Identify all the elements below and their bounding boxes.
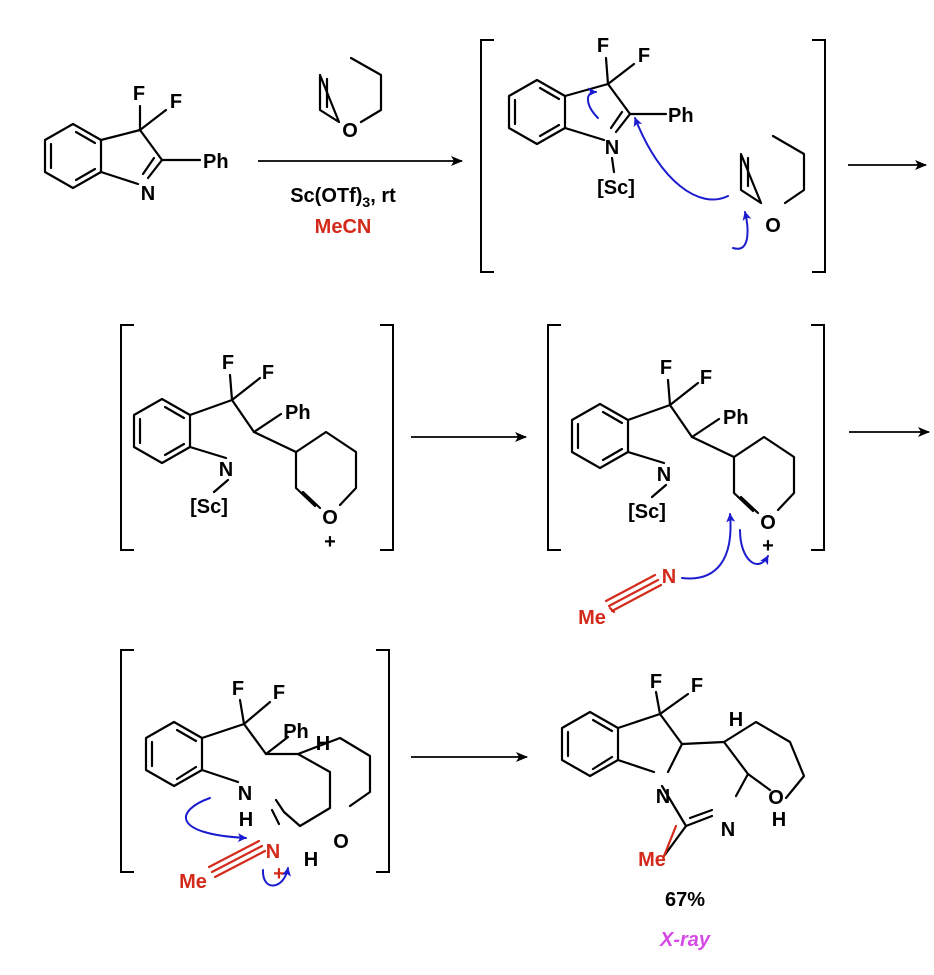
solvent-label: MeCN [315, 216, 372, 238]
curved-arrow [739, 529, 769, 566]
bracket-left [120, 324, 134, 551]
methyl-label: Me [179, 871, 207, 893]
final-product: N N O F F H H Me [560, 671, 806, 871]
curved-arrow [185, 797, 247, 843]
curved-arrow [587, 87, 599, 119]
curved-arrow [633, 117, 729, 201]
plus-charge: + [324, 531, 336, 553]
intermediate-nitrile-attack: N F F Ph [Sc] O + [570, 357, 796, 557]
phenyl-label: Ph [203, 151, 229, 173]
intermediate-oxocarbenium: N F F Ph [Sc] O + [132, 352, 358, 553]
atom-h: H [304, 849, 318, 871]
xray-label: X-ray [659, 929, 711, 951]
intermediate-activated-imine: N F F Ph [Sc] O [507, 35, 806, 237]
atom-f: F [273, 682, 285, 704]
scandium-label: [Sc] [597, 177, 635, 199]
acetonitrile: N Me [578, 566, 676, 629]
atom-n: N [721, 819, 735, 841]
atom-f: F [222, 352, 234, 374]
phenyl-label: Ph [283, 721, 309, 743]
curved-arrow [261, 867, 291, 887]
atom-n: N [141, 183, 155, 205]
atom-f: F [638, 45, 650, 67]
phenyl-label: Ph [668, 105, 694, 127]
atom-n: N [238, 783, 252, 805]
bracket-right [811, 324, 825, 551]
lewis-acid-condition: Sc(OTf)3, rt [290, 185, 396, 210]
phenyl-label: Ph [723, 407, 749, 429]
atom-o: O [333, 831, 349, 853]
bracket-left [547, 324, 561, 551]
atom-f: F [700, 367, 712, 389]
starting-indolenine: N F F Ph [43, 83, 229, 205]
bracket-left [480, 39, 494, 273]
methyl-label: Me [638, 849, 666, 871]
bracket-right [380, 324, 394, 551]
atom-f: F [691, 675, 703, 697]
atom-f: F [650, 671, 662, 693]
atom-f: F [262, 362, 274, 384]
curved-arrow [681, 513, 736, 580]
atom-f: F [232, 678, 244, 700]
atom-o: O [760, 512, 776, 534]
bracket-right [376, 649, 390, 873]
atom-f: F [170, 91, 182, 113]
atom-o: O [342, 120, 358, 142]
curved-arrow [732, 211, 752, 250]
atom-o: O [765, 215, 781, 237]
methyl-label: Me [578, 607, 606, 629]
plus-charge: + [273, 863, 285, 885]
dihydropyran-reagent: O [318, 56, 383, 142]
atom-h: H [239, 809, 253, 831]
yield-label: 67% [665, 889, 705, 911]
scandium-label: [Sc] [190, 496, 228, 518]
atom-n: N [605, 137, 619, 159]
atom-f: F [660, 357, 672, 379]
atom-n: N [656, 786, 670, 808]
atom-o: O [768, 787, 784, 809]
atom-h: H [729, 709, 743, 731]
atom-h: H [772, 809, 786, 831]
atom-h: H [316, 733, 330, 755]
plus-charge: + [762, 535, 774, 557]
phenyl-label: Ph [285, 402, 311, 424]
atom-n: N [662, 566, 676, 588]
atom-n: N [219, 459, 233, 481]
atom-f: F [597, 35, 609, 57]
intermediate-nitrilium: N H F F Ph H O H N + Me [144, 678, 372, 893]
scandium-label: [Sc] [628, 501, 666, 523]
bracket-left [120, 649, 134, 873]
atom-n: N [266, 841, 280, 863]
atom-n: N [657, 464, 671, 486]
atom-o: O [322, 507, 338, 529]
bracket-right [812, 39, 826, 273]
atom-f: F [133, 83, 145, 105]
